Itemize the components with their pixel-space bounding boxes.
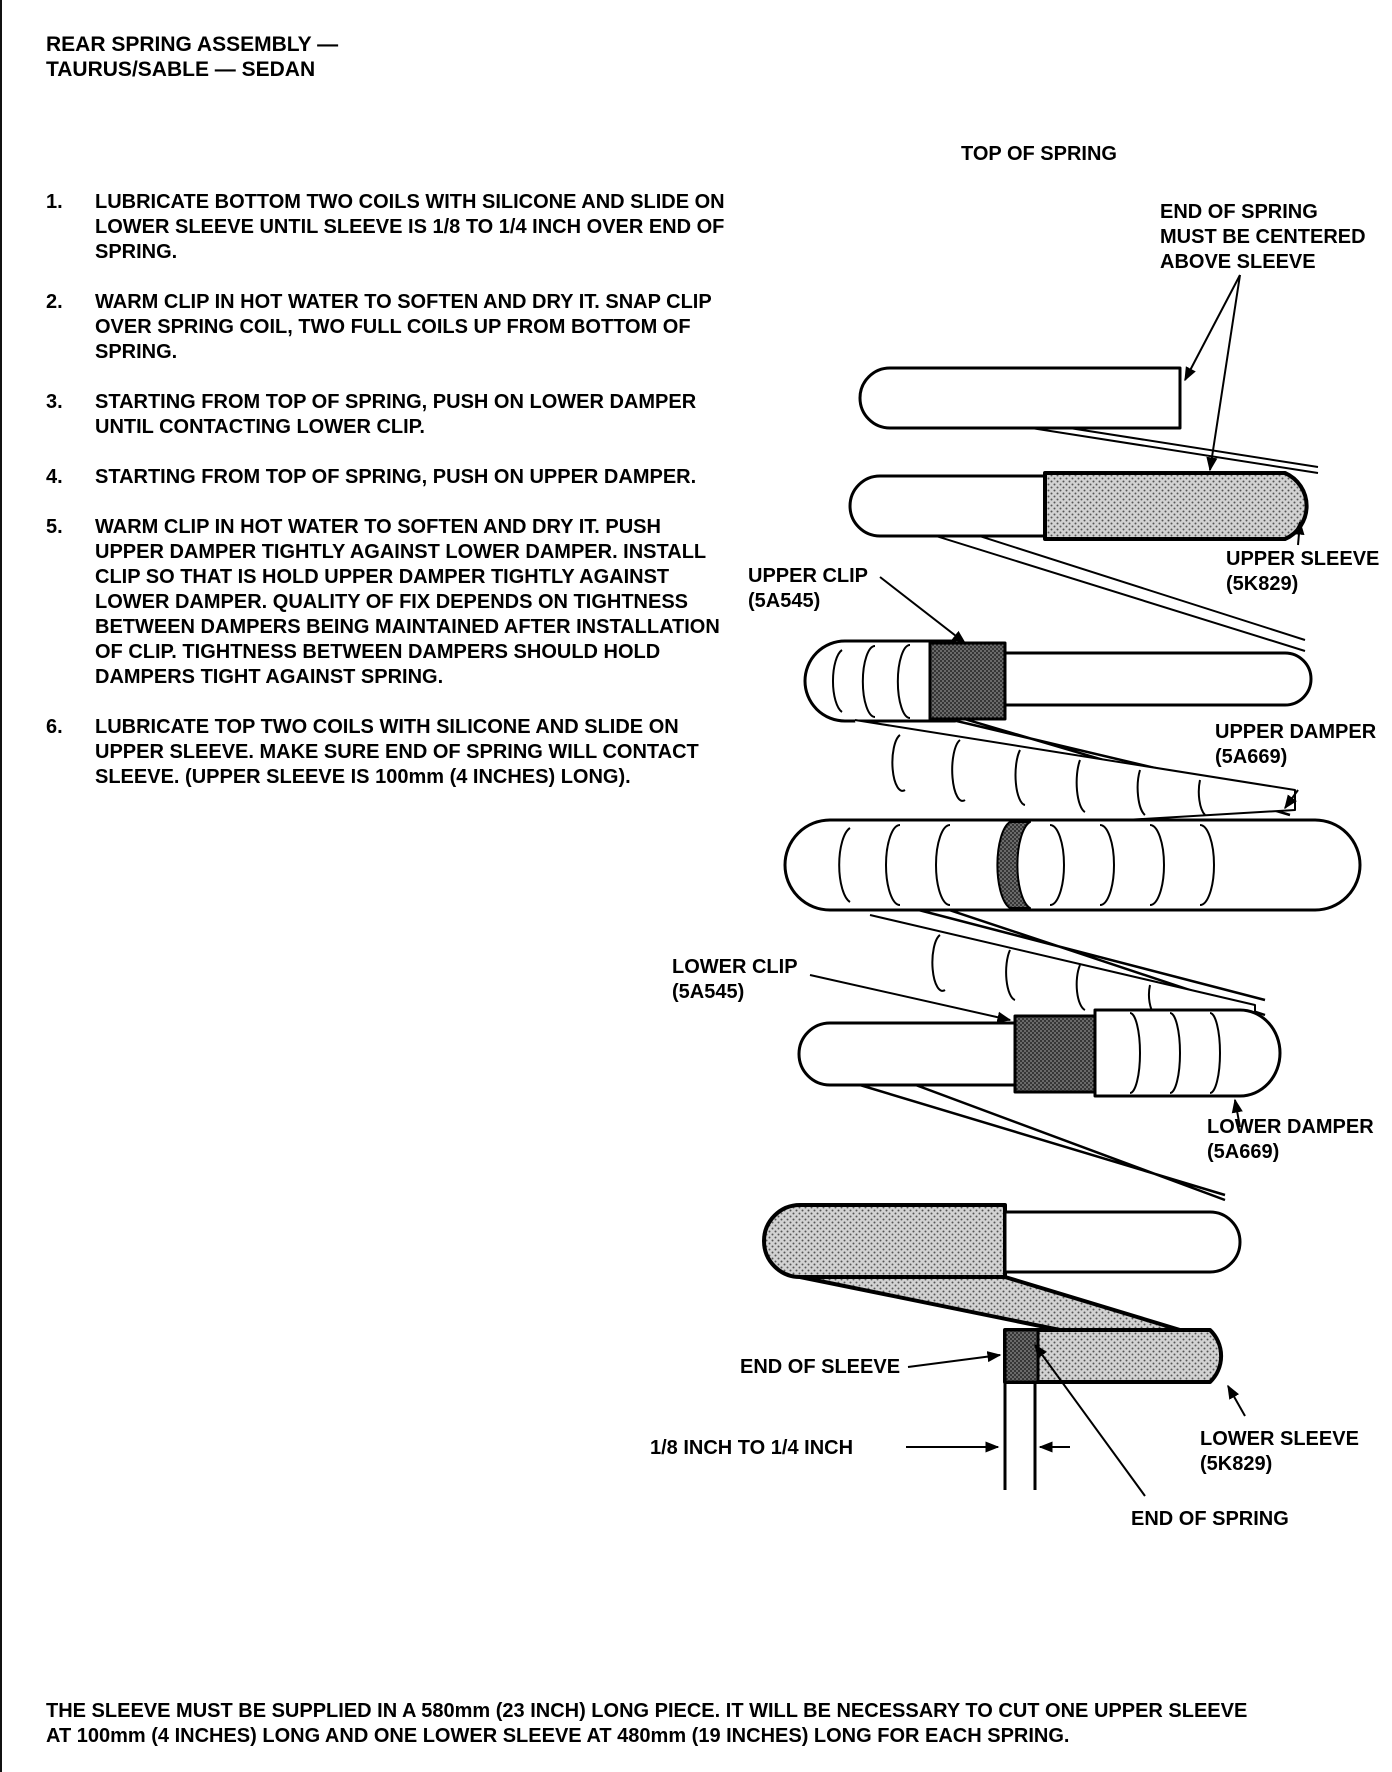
label-upper-sleeve: UPPER SLEEVE (5K829) <box>1226 548 1385 595</box>
label-lower-damper-line-1: LOWER DAMPER <box>1207 1116 1374 1138</box>
title-line-1: REAR SPRING ASSEMBLY — <box>46 33 339 56</box>
label-lower-sleeve-line-1: LOWER SLEEVE <box>1200 1428 1359 1450</box>
step-number: 4. <box>46 466 63 488</box>
upper-sleeve <box>1043 471 1309 541</box>
label-upper-sleeve-line-1: UPPER SLEEVE <box>1226 548 1379 570</box>
diagram-labels: TOP OF SPRING END OF SPRING MUST BE CENT… <box>650 143 1385 1530</box>
label-end-centered-line-3: ABOVE SLEEVE <box>1160 251 1316 273</box>
coil-2 <box>848 474 1052 538</box>
instruction-step: 5. WARM CLIP IN HOT WATER TO SOFTEN AND D… <box>46 515 726 690</box>
instruction-step: 4. STARTING FROM TOP OF SPRING, PUSH ON U… <box>46 465 726 490</box>
step-text: LUBRICATE BOTTOM TWO COILS WITH SILICONE… <box>95 191 725 263</box>
label-lower-clip-line-1: LOWER CLIP <box>672 956 797 978</box>
coil-link <box>809 1066 1226 1202</box>
step-text: STARTING FROM TOP OF SPRING, PUSH ON UPP… <box>95 466 697 488</box>
lower-sleeve-band <box>798 1275 1182 1332</box>
label-lower-damper: LOWER DAMPER (5A669) <box>1207 1116 1379 1163</box>
label-upper-clip-line-2: (5A545) <box>748 590 820 612</box>
spring-drawing <box>762 366 1362 1490</box>
label-lower-damper-line-2: (5A669) <box>1207 1141 1279 1163</box>
title-line-2: TAURUS/SABLE — SEDAN <box>46 58 316 81</box>
step-number: 2. <box>46 291 63 313</box>
step-number: 1. <box>46 191 63 213</box>
coil-top <box>858 366 1182 430</box>
label-lower-sleeve: LOWER SLEEVE (5K829) <box>1200 1428 1364 1475</box>
coil-6 <box>1003 1210 1242 1274</box>
label-end-centered-line-2: MUST BE CENTERED <box>1160 226 1366 248</box>
lower-clip <box>1013 1014 1102 1094</box>
footer-note: THE SLEEVE MUST BE SUPPLIED IN A 580mm (… <box>46 1700 1248 1747</box>
label-end-of-spring: END OF SPRING <box>1131 1508 1289 1530</box>
label-end-centered: END OF SPRING MUST BE CENTERED ABOVE SLE… <box>1160 201 1371 273</box>
instruction-list: 1. LUBRICATE BOTTOM TWO COILS WITH SILICO… <box>46 190 726 815</box>
label-upper-clip: UPPER CLIP (5A545) <box>748 565 873 612</box>
upper-clip <box>928 641 1007 721</box>
instruction-step: 3. STARTING FROM TOP OF SPRING, PUSH ON L… <box>46 390 726 440</box>
label-lower-clip: LOWER CLIP (5A545) <box>672 956 803 1003</box>
coil-4-damper <box>783 818 1362 912</box>
step-number: 3. <box>46 391 63 413</box>
label-lower-sleeve-line-2: (5K829) <box>1200 1453 1272 1475</box>
coil-5 <box>797 1021 1022 1087</box>
lower-damper <box>1093 1008 1282 1098</box>
label-end-centered-line-1: END OF SPRING <box>1160 201 1318 223</box>
coil-3-damper <box>803 639 957 723</box>
page-left-border <box>0 0 2 1772</box>
label-upper-damper-line-1: UPPER DAMPER <box>1215 721 1377 743</box>
step-text: LUBRICATE TOP TWO COILS WITH SILICONE AN… <box>95 716 699 788</box>
step-text: WARM CLIP IN HOT WATER TO SOFTEN AND DRY… <box>95 516 720 688</box>
label-upper-clip-line-1: UPPER CLIP <box>748 565 868 587</box>
damper-joint <box>996 821 1031 909</box>
instruction-step: 6. LUBRICATE TOP TWO COILS WITH SILICONE … <box>46 715 726 790</box>
label-upper-damper-line-2: (5A669) <box>1215 746 1287 768</box>
instruction-step: 1. LUBRICATE BOTTOM TWO COILS WITH SILICO… <box>46 190 726 265</box>
step-number: 6. <box>46 716 63 738</box>
coil-6-sleeve <box>762 1203 1007 1279</box>
label-top-of-spring: TOP OF SPRING <box>961 143 1117 165</box>
leader-lines <box>809 274 1305 1497</box>
page-title: REAR SPRING ASSEMBLY — TAURUS/SABLE — SE… <box>46 32 338 82</box>
label-lower-clip-line-2: (5A545) <box>672 981 744 1003</box>
label-upper-damper: UPPER DAMPER (5A669) <box>1215 721 1382 768</box>
bottom-coil <box>1003 1328 1224 1384</box>
instruction-step: 2. WARM CLIP IN HOT WATER TO SOFTEN AND D… <box>46 290 726 365</box>
step-text: WARM CLIP IN HOT WATER TO SOFTEN AND DRY… <box>95 291 712 363</box>
label-measure: 1/8 INCH TO 1/4 INCH <box>650 1437 853 1459</box>
step-text: STARTING FROM TOP OF SPRING, PUSH ON LOW… <box>95 391 697 438</box>
label-end-of-sleeve: END OF SLEEVE <box>740 1356 900 1378</box>
label-upper-sleeve-line-2: (5K829) <box>1226 573 1298 595</box>
end-of-spring-block <box>1003 1328 1040 1384</box>
step-number: 5. <box>46 516 63 538</box>
coil-3 <box>1003 651 1313 707</box>
